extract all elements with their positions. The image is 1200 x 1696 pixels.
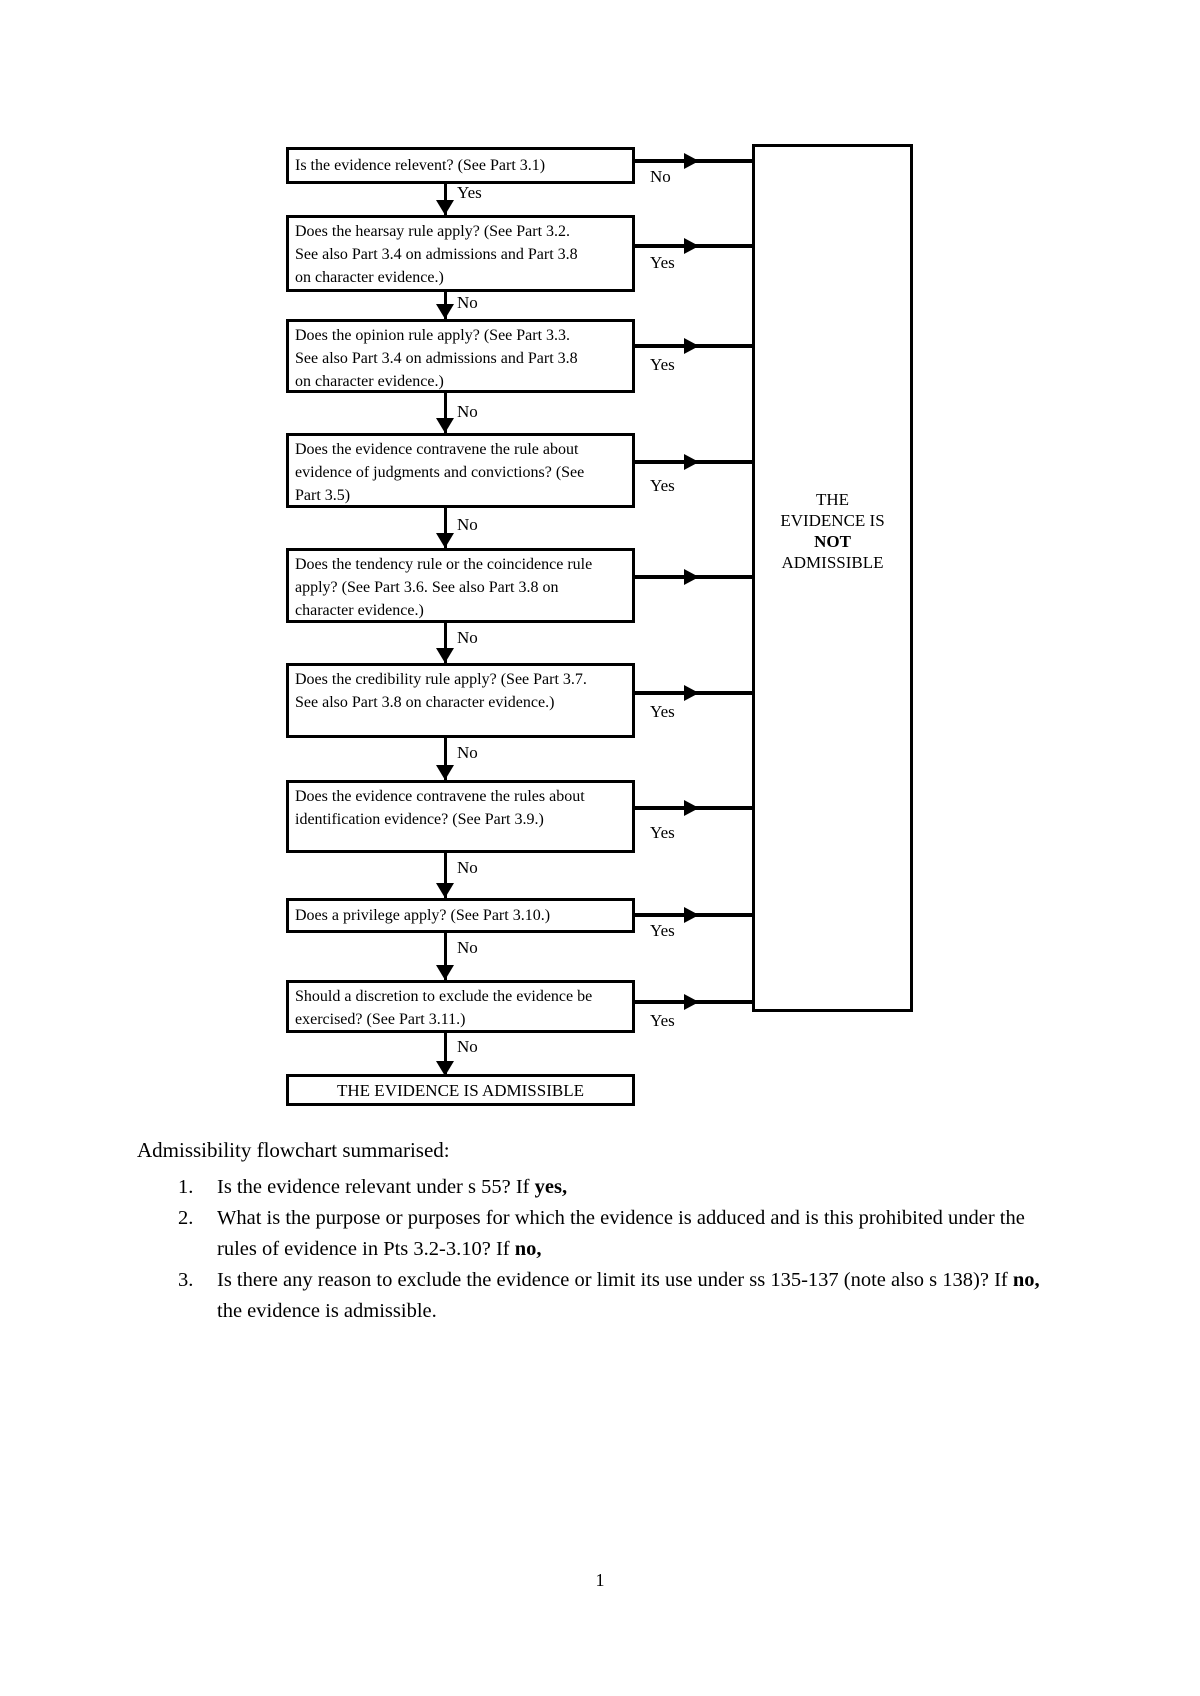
connector-label-no: No [457,628,478,647]
connector-label-yes: Yes [650,476,675,495]
box-text-line: THE [815,489,850,509]
arrow-down-icon [436,533,454,548]
arrow-down-icon [436,1061,454,1076]
item-number: 1. [178,1176,194,1198]
box-text-line: Part 3.5) [295,487,351,504]
arrow-right-icon [684,800,699,816]
flow-box-privilege: Does a privilege apply? (See Part 3.10.) [286,898,635,933]
item-text-bold: yes, [534,1176,568,1198]
box-text-line: on character evidence.) [295,269,444,286]
box-text-line: exercised? (See Part 3.11.) [295,1011,466,1028]
vertical-connector [444,393,447,433]
page-number: 1 [595,1570,605,1590]
box-text-line: Is the evidence relevent? (See Part 3.1) [295,157,546,174]
arrow-down-icon [436,965,454,980]
box-text-line: See also Part 3.4 on admissions and Part… [295,246,578,263]
connector-label-yes: Yes [650,823,675,842]
connector-label-yes: Yes [650,355,675,374]
connector-label-no: No [650,167,671,186]
box-text-line: Should a discretion to exclude the evide… [295,988,593,1005]
box-text-line: evidence of judgments and convictions? (… [295,464,585,481]
box-text-line: Does the evidence contravene the rule ab… [295,441,579,458]
box-text-line: apply? (See Part 3.6. See also Part 3.8 … [295,579,559,596]
item-text-pre: What is the purpose or purposes for whic… [217,1207,1025,1260]
list-item: 3. Is there any reason to exclude the ev… [178,1265,1078,1327]
box-text-line: See also Part 3.4 on admissions and Part… [295,350,578,367]
connector-label-yes: Yes [650,921,675,940]
box-text-line: ADMISSIBLE [781,552,884,572]
box-text-line: Does the tendency rule or the coincidenc… [295,556,593,573]
arrow-down-icon [436,418,454,433]
arrow-right-icon [684,685,699,701]
box-text-line: EVIDENCE IS [780,510,885,530]
arrow-down-icon [436,304,454,319]
arrow-right-icon [684,907,699,923]
item-number: 3. [178,1269,194,1291]
vertical-connector [444,508,447,548]
connector-label-yes: Yes [650,702,675,721]
connector-label-yes: Yes [650,253,675,272]
connector-label-no: No [457,743,478,762]
flow-box-credibility: Does the credibility rule apply? (See Pa… [286,663,635,738]
flow-box-not-admissible: THE EVIDENCE IS NOT ADMISSIBLE [752,144,913,1012]
flow-box-tendency-coincidence: Does the tendency rule or the coincidenc… [286,548,635,623]
vertical-connector [444,738,447,780]
arrow-right-icon [684,153,699,169]
arrow-down-icon [436,765,454,780]
arrow-down-icon [436,883,454,898]
connector-label-no: No [457,402,478,421]
connector-label-no: No [457,293,478,312]
box-text-line: on character evidence.) [295,373,444,390]
arrow-down-icon [436,648,454,663]
flow-box-relevance: Is the evidence relevent? (See Part 3.1) [286,147,635,184]
summary-heading: Admissibility flowchart summarised: [137,1138,450,1162]
arrow-right-icon [684,569,699,585]
connector-label-no: No [457,515,478,534]
flow-box-hearsay: Does the hearsay rule apply? (See Part 3… [286,215,635,292]
flow-box-identification: Does the evidence contravene the rules a… [286,780,635,853]
vertical-connector [444,853,447,898]
item-text: What is the purpose or purposes for whic… [217,1203,1065,1265]
item-number: 2. [178,1207,194,1229]
arrow-right-icon [684,454,699,470]
box-text-line: character evidence.) [295,602,424,619]
vertical-connector [444,184,447,215]
flow-box-opinion: Does the opinion rule apply? (See Part 3… [286,319,635,393]
arrow-right-icon [684,994,699,1010]
list-item: 2. What is the purpose or purposes for w… [178,1203,1078,1265]
box-text-line: Does the credibility rule apply? (See Pa… [295,671,587,688]
connector-label-no: No [457,938,478,957]
box-text-line: Does the opinion rule apply? (See Part 3… [295,327,571,344]
box-text-line: identification evidence? (See Part 3.9.) [295,811,544,828]
vertical-connector [444,933,447,980]
arrow-right-icon [684,238,699,254]
flow-box-admissible: THE EVIDENCE IS ADMISSIBLE [286,1074,635,1106]
arrow-down-icon [436,200,454,215]
connector-label-no: No [457,858,478,877]
item-text-post: the evidence is admissible. [217,1300,437,1322]
item-text-pre: Is the evidence relevant under s 55? If [217,1176,535,1198]
vertical-connector [444,623,447,663]
connector-label-yes: Yes [457,183,482,202]
item-text-pre: Is there any reason to exclude the evide… [217,1269,1013,1291]
arrow-right-icon [684,338,699,354]
item-text: Is the evidence relevant under s 55? If … [217,1172,1065,1203]
item-text-bold: no, [1012,1269,1040,1291]
box-text-line: Does the hearsay rule apply? (See Part 3… [295,223,571,240]
box-text-line: Does a privilege apply? (See Part 3.10.) [295,907,551,924]
connector-label-no: No [457,1037,478,1056]
box-text-line: NOT [814,531,851,551]
item-text-bold: no, [514,1238,542,1260]
item-text: Is there any reason to exclude the evide… [217,1265,1065,1327]
box-text-line: THE EVIDENCE IS ADMISSIBLE [337,1080,584,1100]
summary-list: 1. Is the evidence relevant under s 55? … [178,1172,1078,1327]
flow-box-judgments-convictions: Does the evidence contravene the rule ab… [286,433,635,508]
box-text-line: Does the evidence contravene the rules a… [295,788,585,805]
list-item: 1. Is the evidence relevant under s 55? … [178,1172,1078,1203]
connector-label-yes: Yes [650,1011,675,1030]
flow-box-discretion: Should a discretion to exclude the evide… [286,980,635,1033]
vertical-connector [444,1033,447,1076]
box-text-line: See also Part 3.8 on character evidence.… [295,694,555,711]
